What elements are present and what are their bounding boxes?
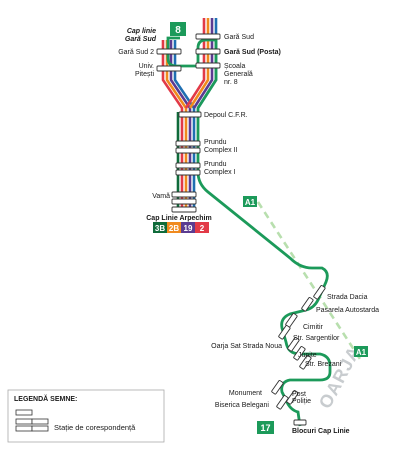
- line-purple: [169, 40, 192, 210]
- stop-pasarela[interactable]: [301, 297, 314, 312]
- label-scoala-l3: nr. 8: [224, 79, 238, 86]
- line-red: [161, 40, 184, 210]
- label-vama: Vamă: [152, 193, 170, 200]
- legend-transfer-icon-d: [31, 425, 49, 432]
- label-sargentilor: Str. Sargentilor: [293, 335, 340, 342]
- label-gara-sud-2: Gară Sud 2: [118, 49, 154, 56]
- label-biserica: Biserica Belegani: [215, 402, 270, 409]
- label-oarja-sat: Oarja Sat Strada Noua: [211, 343, 282, 350]
- stop-scoala-8[interactable]: [195, 62, 221, 69]
- legend-transfer-label: Stație de corespondență: [54, 423, 136, 432]
- stop-gara-sud-2[interactable]: [156, 48, 182, 55]
- label-jupite: Jupite: [298, 352, 317, 359]
- a1-badge-lower[interactable]: [354, 346, 368, 357]
- label-univ-l2: Pitești: [135, 71, 155, 78]
- route-chip-3b-text: 3B: [155, 224, 165, 233]
- a1-badge-lower-text: A1: [356, 348, 367, 357]
- stop-monument[interactable]: [271, 380, 284, 395]
- route-chip-2b[interactable]: [167, 222, 181, 233]
- stop-post-politie[interactable]: [286, 390, 299, 405]
- route-8-badge-text: 8: [175, 25, 181, 36]
- stop-univ-pitesti[interactable]: [156, 65, 182, 72]
- stop-gara-sud[interactable]: [195, 33, 221, 40]
- stop-strada-dacia[interactable]: [313, 285, 326, 300]
- route-17-badge-text: 17: [260, 423, 270, 433]
- route-chip-2-text: 2: [200, 224, 205, 233]
- station-labels: Cap linie Gară Sud Gară Sud Gară Sud 2 G…: [118, 28, 379, 435]
- label-gara-sud: Gară Sud: [224, 34, 254, 41]
- station-markers: [156, 33, 326, 426]
- label-arpechim: Cap Linie Arpechim: [146, 215, 211, 222]
- stop-gara-sud-posta[interactable]: [195, 48, 221, 55]
- route-chips: 3B 2B 19 2: [153, 222, 209, 233]
- a1-badge-upper-text: A1: [245, 198, 256, 207]
- stop-brezani[interactable]: [299, 355, 312, 370]
- label-depoul-cfr: Depoul C.F.R.: [204, 112, 248, 119]
- label-post-l1: Post: [292, 391, 306, 398]
- legend-stop-icon: [15, 409, 33, 416]
- legend-title: LEGENDĂ SEMNE:: [14, 394, 77, 403]
- stop-prundu-2-a[interactable]: [175, 140, 201, 147]
- stop-prundu-1-b[interactable]: [175, 169, 201, 176]
- stop-biserica-belegani[interactable]: [276, 395, 289, 410]
- stop-depoul-cfr[interactable]: [178, 111, 202, 118]
- stop-vama-b[interactable]: [171, 198, 197, 205]
- route-8-badge[interactable]: [170, 22, 186, 36]
- label-brezani: Str. Brezani: [305, 361, 342, 368]
- label-pasarela: Pasarela Autostarda: [316, 307, 379, 314]
- route-green: [166, 36, 332, 427]
- label-scoala-l1: Școala: [224, 63, 246, 70]
- stop-arpechim[interactable]: [171, 206, 197, 213]
- legend: LEGENDĂ SEMNE: Stație de corespondență: [7, 389, 165, 443]
- legend-transfer-icon-c: [15, 425, 33, 432]
- label-strada-dacia: Strada Dacia: [327, 294, 368, 301]
- label-post-l2: Poliție: [292, 398, 311, 405]
- stop-prundu-1-a[interactable]: [175, 162, 201, 169]
- label-cap-linie-l1: Cap linie: [127, 28, 156, 35]
- route-chip-2b-text: 2B: [169, 224, 179, 233]
- legend-transfer-icon-b: [31, 418, 49, 425]
- a1-badge-upper[interactable]: [243, 196, 257, 207]
- route-chip-3b[interactable]: [153, 222, 167, 233]
- stop-blocuri[interactable]: [293, 419, 307, 426]
- stop-sargentilor[interactable]: [278, 325, 291, 340]
- stop-prundu-2-b[interactable]: [175, 147, 201, 154]
- label-prundu-1-l1: Prundu: [204, 161, 227, 168]
- route-17-badge[interactable]: [257, 421, 274, 434]
- label-prundu-2-l2: Complex II: [204, 147, 238, 154]
- route-chip-2[interactable]: [195, 222, 209, 233]
- stop-jupite[interactable]: [293, 346, 306, 361]
- label-blocuri: Blocuri Cap Linie: [292, 428, 350, 435]
- route-chip-19[interactable]: [181, 222, 195, 233]
- stop-oarja-sat[interactable]: [287, 337, 300, 352]
- label-univ-l1: Univ.: [139, 63, 154, 70]
- label-prundu-1-l2: Complex I: [204, 169, 236, 176]
- stop-vama-a[interactable]: [171, 191, 197, 198]
- label-prundu-2-l1: Prundu: [204, 139, 227, 146]
- route-chip-19-text: 19: [184, 224, 193, 233]
- label-cimitir: Cimitir: [303, 324, 323, 331]
- label-cap-linie-l2: Gară Sud: [125, 36, 157, 43]
- line-blue: [173, 40, 196, 210]
- label-scoala-l2: Generală: [224, 71, 253, 78]
- motorway-dashed-line: [256, 201, 364, 363]
- label-gara-sud-posta: Gară Sud (Posta): [224, 49, 281, 56]
- legend-box: [7, 389, 165, 443]
- label-monument: Monument: [229, 390, 262, 397]
- legend-transfer-icon-a: [15, 418, 33, 425]
